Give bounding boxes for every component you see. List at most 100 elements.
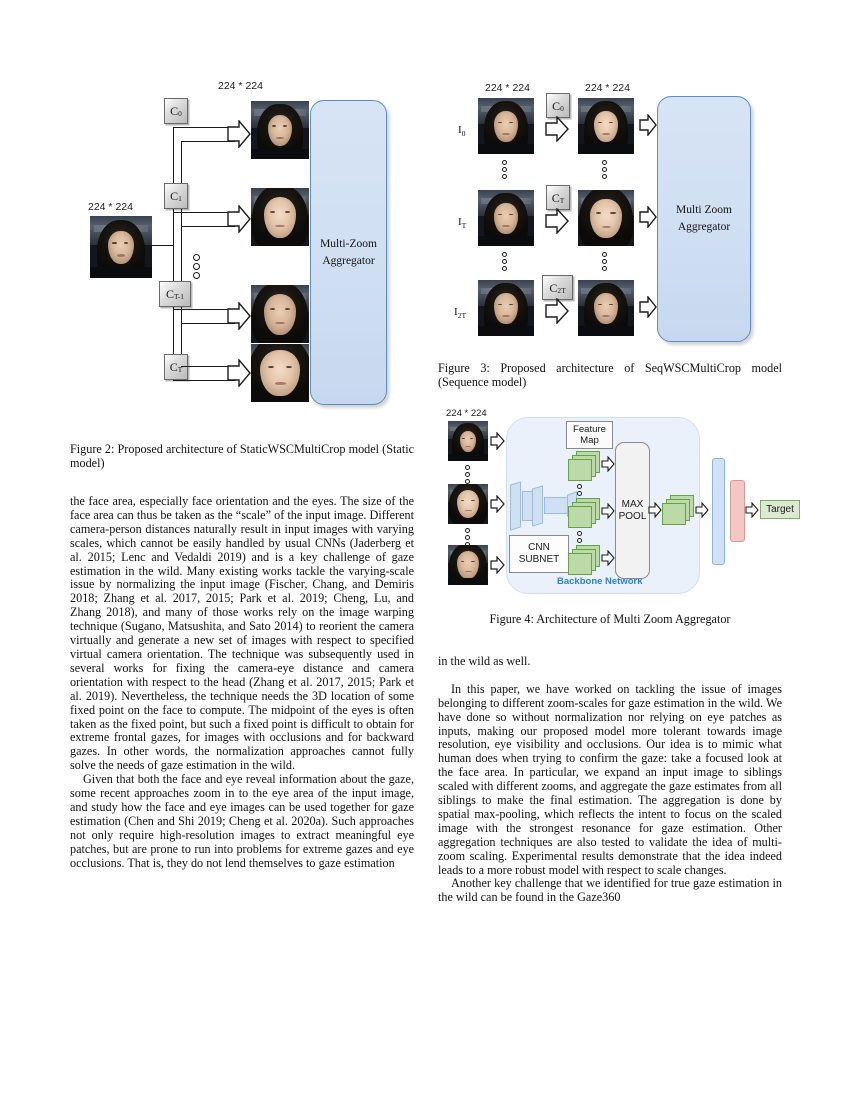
- crop-box-letter: C: [169, 360, 178, 374]
- figure2-branch-3-arrow: [227, 359, 251, 387]
- crop-box-subscript: 0: [178, 109, 182, 119]
- figure3-output-face-1: [578, 190, 634, 246]
- figure4-input-face-0: [448, 421, 488, 461]
- figure2-crop-face-1: [251, 188, 309, 246]
- figure4-pooled-feature-stack: [662, 495, 696, 525]
- crop-box-subscript: T: [559, 195, 565, 205]
- right-body-column: in the wild as well. In this paper, we h…: [438, 654, 782, 905]
- figure3-input-label-2: I2T: [454, 306, 467, 320]
- figure-4-caption-block: Figure 4: Architecture of Multi Zoom Agg…: [438, 612, 782, 626]
- figure3-input-label-1: IT: [458, 216, 466, 230]
- input-letter: I: [458, 216, 462, 228]
- input-letter: I: [458, 124, 462, 136]
- input-subscript: 0: [461, 129, 466, 138]
- figure4-input-face-1: [448, 484, 488, 524]
- figure4-cnn-3d-shapes: [510, 479, 580, 531]
- figure2-multi-zoom-aggregator-box: Multi-Zoom Aggregator: [310, 100, 387, 405]
- figure3-input-label-0: I0: [458, 124, 466, 138]
- figure4-feature-map-stack-1: [568, 498, 602, 528]
- figure2-branch-1-line-b: [181, 226, 235, 228]
- figure2-branch-0-line: [173, 127, 235, 129]
- right-paragraph-1: in the wild as well.: [438, 654, 531, 668]
- figure2-bus-vertical-inner: [181, 141, 183, 366]
- figure3-aggregator-line-2: Aggregator: [677, 221, 731, 233]
- figure2-branch-2-arrow: [227, 302, 251, 330]
- figure3-output-0-to-aggregator-arrow: [639, 114, 657, 136]
- crop-box-letter: C: [170, 189, 179, 203]
- figure2-branch-2-line: [173, 309, 235, 311]
- right-paragraph-3: Another key challenge that we identified…: [438, 876, 782, 905]
- figure4-feature-map-line-2: Map: [580, 435, 599, 446]
- figure-4-caption: Figure 4: Architecture of Multi Zoom Agg…: [489, 612, 731, 626]
- figure3-multi-zoom-aggregator-box: Multi Zoom Aggregator: [657, 96, 751, 342]
- figure3-crop-arrow-1: [545, 208, 569, 234]
- figure2-trunk-horizontal: [152, 245, 174, 247]
- figure2-output-size-label: 224 * 224: [218, 80, 263, 92]
- figure-4-diagram: 224 * 224 Backbone Network: [440, 404, 800, 600]
- figure3-output-2-to-aggregator-arrow: [639, 296, 657, 318]
- figure4-feature-map-stack-0: [568, 451, 602, 481]
- figure4-cnn-subnet-box: CNN SUBNET: [509, 535, 569, 573]
- crop-box-subscript: T: [177, 365, 183, 375]
- crop-box-letter: C: [549, 280, 558, 295]
- figure4-feature-arrow-1: [601, 503, 615, 519]
- figure2-aggregator-line-2: Aggregator: [322, 254, 375, 267]
- figure3-output-face-2: [578, 280, 634, 336]
- figure4-feature-map-line-1: Feature: [572, 424, 607, 435]
- figure3-input-size-label: 224 * 224: [485, 82, 530, 94]
- figure2-bus-vertical: [173, 127, 175, 380]
- figure2-branch-1-arrow: [227, 205, 251, 233]
- figure2-branch-2-line-b: [181, 323, 235, 325]
- figure4-maxpool-line-2: POOL: [618, 510, 647, 522]
- figure2-aggregator-line-1: Multi-Zoom: [320, 237, 377, 250]
- figure4-max-pool-box: MAX POOL: [615, 442, 650, 579]
- figure4-feature-arrow-2: [601, 550, 615, 566]
- figure4-fc-blue-bar: [712, 458, 725, 565]
- input-subscript: 2T: [457, 311, 467, 320]
- figure4-feature-map-stack-2: [568, 545, 602, 575]
- figure3-output-ellipsis-1: [602, 251, 608, 272]
- figure-3-caption-block: Figure 3: Proposed architecture of SeqWS…: [438, 361, 782, 389]
- left-paragraph-2: Given that both the face and eye reveal …: [70, 772, 414, 870]
- figure4-feature-arrow-0: [601, 456, 615, 472]
- figure3-input-ellipsis-1: [502, 251, 508, 272]
- crop-box-letter: C: [552, 98, 561, 113]
- figure2-input-size-label: 224 * 224: [88, 201, 133, 213]
- figure-3-caption: Figure 3: Proposed architecture of SeqWS…: [438, 361, 782, 390]
- figure4-output-red-bar: [730, 480, 745, 542]
- figure2-branch-0-line-b: [181, 141, 235, 143]
- figure3-aggregator-line-1: Multi Zoom: [676, 204, 732, 216]
- figure4-maxpool-line-1: MAX: [621, 498, 644, 510]
- figure4-maxpool-out-arrow: [648, 502, 662, 518]
- figure4-input-size-label: 224 * 224: [446, 408, 487, 419]
- figure-2-caption: Figure 2: Proposed architecture of Stati…: [70, 442, 414, 471]
- figure4-input-arrow-0: [490, 432, 505, 450]
- figure2-input-face-image: [90, 216, 152, 278]
- figure2-branch-3-line: [173, 380, 235, 382]
- figure3-crop-arrow-0: [545, 116, 569, 142]
- figure2-crop-face-0: [251, 101, 309, 159]
- figure3-output-1-to-aggregator-arrow: [639, 206, 657, 228]
- figure3-output-ellipsis-0: [602, 159, 608, 180]
- figure-2-caption-block: Figure 2: Proposed architecture of Stati…: [70, 442, 414, 470]
- crop-box-letter: C: [165, 287, 174, 301]
- left-paragraph-1: the face area, especially face orientati…: [70, 494, 414, 773]
- figure4-target-box: Target: [760, 500, 800, 519]
- figure2-ellipsis-dots: [193, 253, 200, 280]
- figure2-branch-1-line: [173, 212, 235, 214]
- left-body-column: the face area, especially face orientati…: [70, 494, 414, 870]
- figure3-output-face-0: [578, 98, 634, 154]
- crop-box-subscript: 0: [560, 103, 564, 113]
- figure3-output-size-label: 224 * 224: [585, 82, 630, 94]
- figure2-crop-face-2: [251, 285, 309, 343]
- crop-box-subscript: 2T: [557, 285, 566, 295]
- figure3-input-face-1: [478, 190, 534, 246]
- figure4-backbone-label: Backbone Network: [557, 576, 643, 587]
